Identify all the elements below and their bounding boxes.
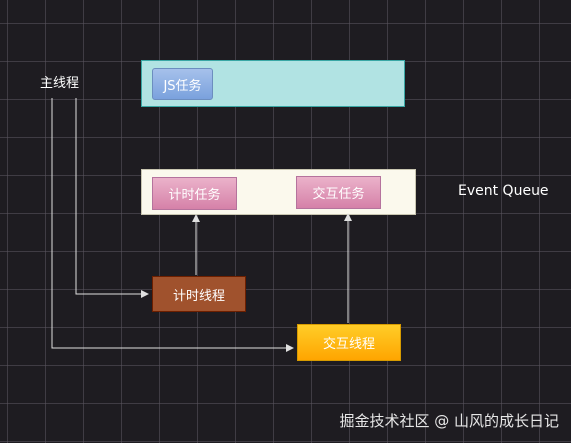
interaction-task-node: 交互任务 xyxy=(296,176,381,209)
main-thread-to-interaction-thread-connector xyxy=(51,98,294,352)
main-thread-label: 主线程 xyxy=(40,76,80,91)
interaction-thread-node: 交互线程 xyxy=(297,324,401,361)
event-queue-label: Event Queue xyxy=(458,183,549,199)
js-task-node: JS任务 xyxy=(152,68,213,100)
timer-task-node: 计时任务 xyxy=(152,177,237,210)
timer-thread-node: 计时线程 xyxy=(152,276,246,312)
main-thread-to-timer-thread-connector xyxy=(75,98,149,298)
watermark: 掘金技术社区 @ 山风的成长日记 xyxy=(339,412,559,430)
